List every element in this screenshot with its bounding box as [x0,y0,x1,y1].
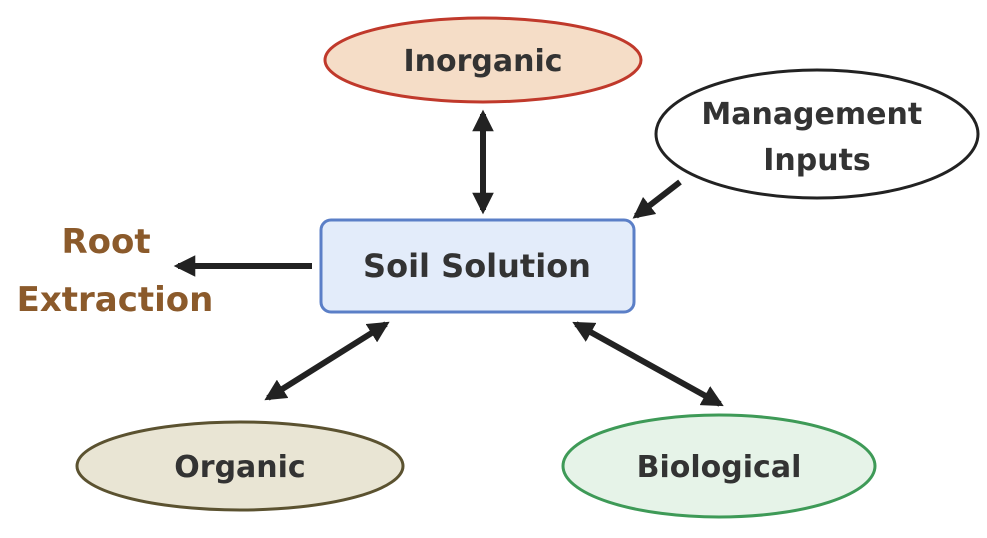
soil-solution-box [319,218,636,314]
inorganic-node: Inorganic [323,16,643,104]
root-label-line1: Root [62,222,151,262]
soil-solution-node: Soil Solution [319,218,636,314]
arrow-management-to-soil [632,179,682,219]
management-label-line1: Management [701,97,922,132]
management-inputs-label: Management Inputs [701,97,932,178]
biological-ellipse [561,413,877,519]
organic-label: Organic [174,450,305,485]
organic-ellipse [75,420,405,512]
management-label-line2: Inputs [763,143,871,178]
inorganic-label: Inorganic [403,44,562,79]
soil-solution-label: Soil Solution [363,247,591,285]
arrow-soil-organic [264,321,390,401]
arrow-soil-biological [572,321,724,407]
root-extraction-node: Root Extraction [17,222,214,320]
inorganic-ellipse [323,16,643,104]
biological-label: Biological [637,450,802,485]
biological-node: Biological [561,413,877,519]
root-extraction-label: Root Extraction [17,222,214,320]
root-label-line2: Extraction [17,280,214,320]
organic-node: Organic [75,420,405,512]
management-inputs-node: Management Inputs [654,68,980,200]
management-inputs-ellipse [654,68,980,200]
